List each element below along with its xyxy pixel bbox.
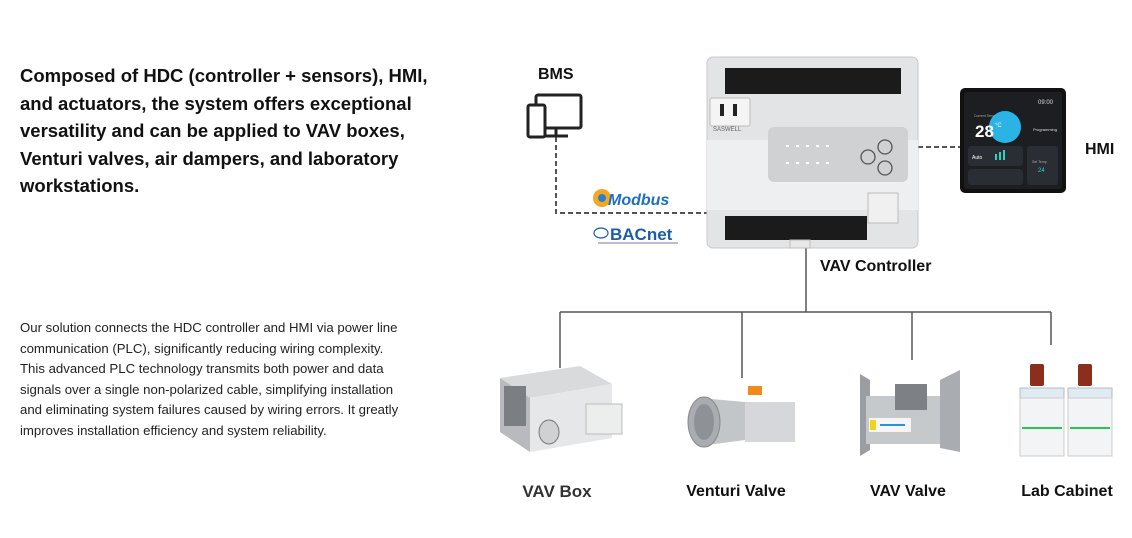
venturi-valve-image	[687, 386, 795, 448]
bacnet-logo: BACnet	[593, 225, 678, 244]
hmi-time: 09:00	[1038, 100, 1054, 106]
lab-cabinet-image	[1019, 364, 1113, 457]
device-bus-lines	[559, 248, 1052, 378]
hmi-current-temp: 28	[975, 122, 994, 141]
device-label-vav-valve: VAV Valve	[870, 483, 946, 500]
hmi-panel-image: 28 °C 09:00 Current Temp Programming Aut…	[960, 88, 1066, 193]
bms-connection-line	[555, 137, 707, 214]
hmi-current-temp-label: Current Temp	[974, 114, 995, 118]
device-label-vav-box: VAV Box	[522, 482, 592, 501]
modbus-logo: Modbus	[593, 189, 669, 209]
device-label-venturi-valve: Venturi Valve	[686, 483, 786, 500]
vav-controller-image: SASWELL	[706, 56, 919, 249]
device-label-lab-cabinet: Lab Cabinet	[1021, 483, 1113, 500]
bms-computer-icon	[526, 93, 583, 139]
protocol-modbus: Modbus	[608, 192, 669, 209]
hmi-set-temp-label: Set Temp	[1032, 160, 1047, 164]
headline: Composed of HDC (controller + sensors), …	[20, 65, 428, 196]
vav-box-image	[500, 366, 623, 452]
description: Our solution connects the HDC controller…	[20, 320, 399, 438]
controller-brand: SASWELL	[713, 127, 742, 133]
hmi-set-temp: 24	[1038, 168, 1045, 174]
vav-controller-label: VAV Controller	[820, 258, 932, 275]
protocol-bacnet: BACnet	[610, 225, 673, 244]
hmi-unit: °C	[995, 123, 1002, 129]
hmi-auto-label: Auto	[972, 155, 983, 161]
vav-valve-image	[860, 370, 960, 456]
hmi-mode-label: Programming	[1033, 127, 1057, 132]
hmi-label: HMI	[1085, 141, 1115, 158]
bms-label: BMS	[538, 66, 574, 83]
